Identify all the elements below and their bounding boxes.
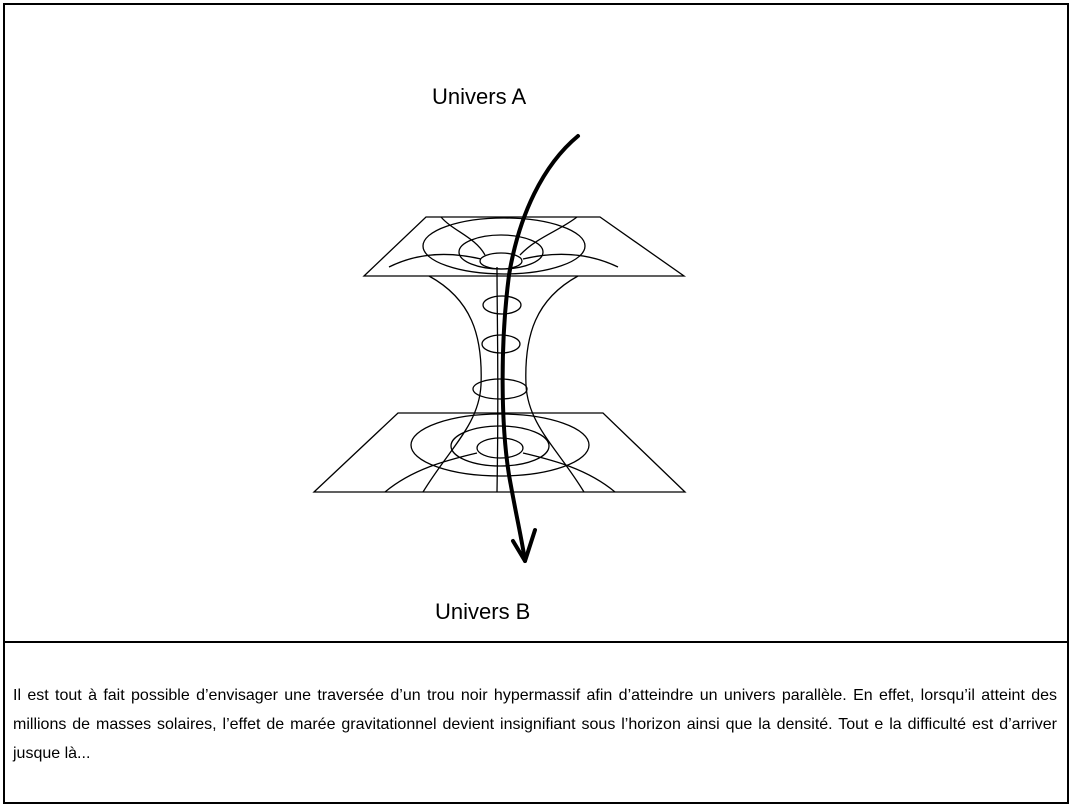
plane-universe-b [312,412,687,493]
funnel-ring-b-outer [410,413,590,477]
throat-ring [481,334,521,354]
throat-ring [482,295,522,315]
arrowhead [511,528,537,563]
field-line-a [440,216,486,256]
content-frame: Univers A Univers B Il est tout à fait p… [3,3,1069,804]
figure-cell: Univers A Univers B [5,5,1067,643]
throat-ring [472,378,528,400]
label-universe-a: Univers A [432,84,527,109]
funnel-ring-a-outer [422,217,586,275]
throat-wall-left [422,275,482,493]
funnel-ring-b-middle [450,425,550,467]
funnel-ring-b-inner [476,437,524,459]
field-line-b [384,452,478,493]
field-line-a [522,253,619,268]
label-universe-b: Univers B [435,599,531,624]
field-line-b [522,452,616,493]
caption-text: Il est tout à fait possible d’envisager … [13,687,1057,762]
throat-wall-right [525,275,585,493]
wormhole-diagram [312,134,687,563]
traversal-arrow [500,134,580,563]
field-line-a [519,216,578,256]
funnel-ring-a-inner [479,252,523,270]
field-line-a [388,253,482,268]
plane-universe-a [362,216,687,277]
throat-line [496,266,499,493]
